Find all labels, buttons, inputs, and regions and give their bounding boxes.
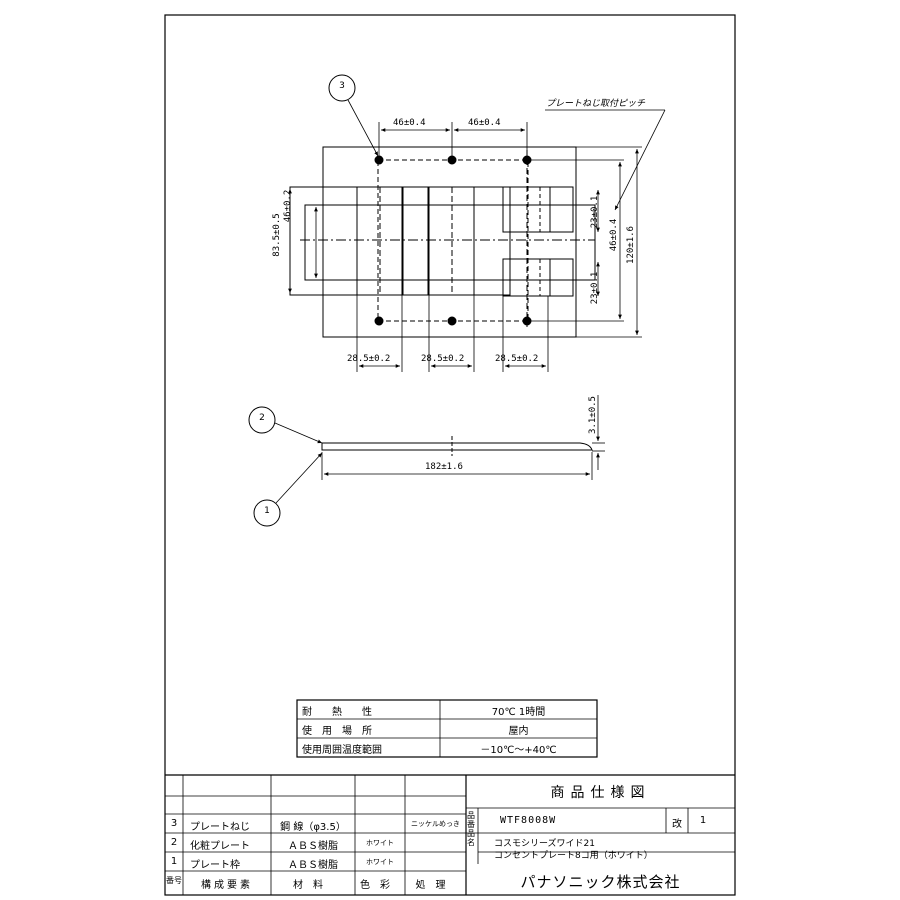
dim-right-upper: 23±0.1	[590, 195, 600, 229]
plan-dimensions	[288, 109, 666, 372]
spec-row-3-label: 使用周囲温度範囲	[302, 745, 382, 756]
spec-table-grid	[296, 699, 598, 758]
part-number: WTF8008W	[500, 815, 557, 826]
callout-number-1: 1	[264, 506, 270, 516]
part-2-no: 2	[170, 837, 178, 848]
outer-plate-outline	[322, 146, 577, 338]
screw-hole-4	[374, 316, 384, 326]
spec-row-3-value: －10℃～+40℃	[480, 745, 557, 756]
dim-right-outer: 120±1.6	[626, 226, 636, 264]
company-name: パナソニック株式会社	[520, 873, 681, 891]
header-color: 色彩	[360, 880, 400, 891]
header-material: 材料	[293, 880, 333, 891]
pitch-label: プレートねじ取付ピッチ	[546, 99, 646, 109]
dim-bottom-2: 28.5±0.2	[421, 354, 465, 364]
screw-hole-3	[522, 155, 532, 165]
part-3-no: 3	[170, 818, 178, 829]
callout-3	[328, 74, 379, 157]
dim-length: 182±1.6	[425, 462, 463, 472]
dim-left-outer: 83.5±0.5	[272, 213, 282, 257]
part-2-color: ホワイト	[366, 839, 394, 847]
outlet-frame-4	[502, 258, 574, 297]
dim-right-mid: 46±0.4	[609, 218, 619, 252]
product-name-line-2: コンセントプレート8コ用（ホワイト）	[494, 851, 653, 861]
part-3-material: 鋼 線（φ3.5）	[280, 822, 346, 833]
callout-number-3: 3	[339, 81, 345, 91]
header-name: 構成要素	[201, 880, 253, 891]
part-2-name: 化粧プレート	[190, 841, 250, 852]
spec-row-1-label: 耐 熱 性	[302, 707, 372, 718]
dim-top-pitch-1: 46±0.4	[393, 118, 426, 128]
header-finish: 処理	[415, 880, 456, 891]
part-1-no: 1	[170, 856, 178, 867]
screw-hole-2	[447, 155, 457, 165]
part-3-finish: ニッケルめっき	[411, 820, 460, 828]
screw-hole-5	[447, 316, 457, 326]
callout-number-2: 2	[259, 413, 265, 423]
dim-top-pitch-2: 46±0.4	[468, 118, 501, 128]
spec-row-1-value: 70℃ 1時間	[491, 707, 546, 718]
dim-bottom-3: 28.5±0.2	[495, 354, 539, 364]
revision-label: 改	[672, 819, 682, 830]
spec-row-2-value: 屋内	[508, 726, 529, 737]
title-block-grid	[165, 774, 735, 895]
spec-row-2-label: 使 用 場 所	[302, 726, 372, 737]
title-side-label: 品番品名	[467, 811, 475, 847]
drawing-title: 商品仕様図	[550, 785, 651, 801]
screw-hole-6	[522, 316, 532, 326]
dim-bottom-1: 28.5±0.2	[347, 354, 391, 364]
plan-view	[289, 146, 596, 338]
product-name-line-1: コスモシリーズワイド21	[494, 839, 596, 849]
part-1-name: プレート枠	[190, 860, 240, 871]
revision-value: 1	[699, 815, 707, 826]
side-dimensions	[321, 395, 605, 480]
dim-right-lower: 23±0.1	[590, 271, 600, 305]
screw-hole-1	[374, 155, 384, 165]
part-2-material: ＡＢＳ樹脂	[288, 841, 338, 852]
sheet-border	[164, 14, 736, 896]
outlet-frame-3	[502, 186, 574, 233]
header-no: 番号	[166, 876, 182, 885]
part-1-color: ホワイト	[366, 858, 394, 866]
inner-frame	[304, 204, 596, 281]
callout-2	[248, 406, 323, 444]
dim-left-inner: 46±0.2	[283, 189, 293, 223]
part-3-name: プレートねじ	[190, 822, 250, 833]
dim-thickness: 3.1±0.5	[588, 396, 598, 434]
part-1-material: ＡＢＳ樹脂	[288, 860, 338, 871]
side-view	[321, 436, 593, 456]
callout-1	[253, 452, 323, 527]
